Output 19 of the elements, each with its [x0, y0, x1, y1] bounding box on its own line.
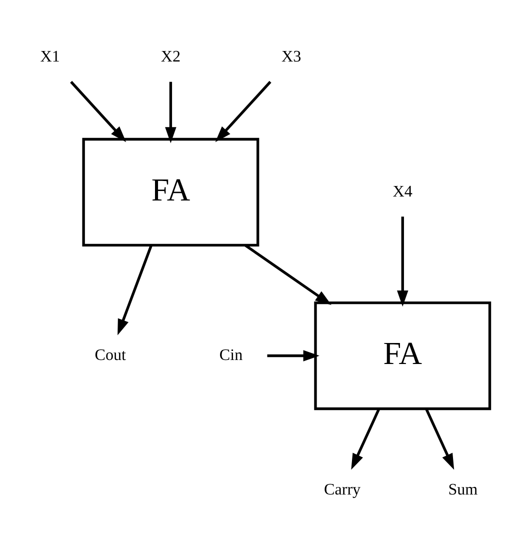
- arrow: [70, 80, 126, 142]
- node-box: FA: [82, 137, 260, 246]
- node-text: Carry: [324, 481, 361, 498]
- arrow: [244, 244, 332, 305]
- arrow: [165, 81, 176, 143]
- arrow: [118, 244, 153, 335]
- node-text: Cin: [219, 346, 243, 364]
- arrow: [267, 350, 320, 361]
- arrow: [215, 80, 272, 142]
- node-text: Sum: [448, 481, 478, 498]
- arrow: [396, 216, 408, 306]
- node-box: FA: [314, 300, 492, 410]
- arrow: [425, 408, 454, 470]
- node-text: X4: [392, 182, 412, 200]
- node-text: X1: [40, 48, 60, 66]
- node-text: X2: [160, 48, 181, 66]
- arrow: [351, 408, 380, 470]
- node-text: Cout: [94, 346, 126, 364]
- node-text: X3: [282, 48, 302, 66]
